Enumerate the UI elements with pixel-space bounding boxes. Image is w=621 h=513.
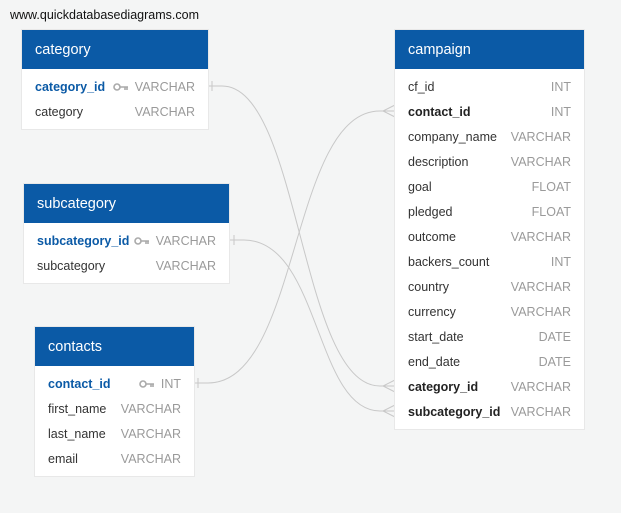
field-type: VARCHAR [510, 279, 571, 294]
table-campaign[interactable]: campaign cf_id INT contact_id INT compan… [395, 30, 584, 429]
table-subcategory[interactable]: subcategory subcategory_id VARCHAR subca… [24, 184, 229, 283]
field-name: outcome [408, 229, 456, 244]
field-type: INT [550, 79, 571, 94]
field-row[interactable]: subcategory VARCHAR [24, 253, 229, 278]
field-type: FLOAT [531, 179, 571, 194]
field-row[interactable]: contact_id INT [35, 371, 194, 396]
link-subcategory-campaign [229, 239, 395, 412]
table-title: campaign [395, 30, 584, 69]
table-title: category [22, 30, 208, 69]
field-row[interactable]: goal FLOAT [395, 174, 584, 199]
field-name: goal [408, 179, 432, 194]
field-name: last_name [48, 426, 106, 441]
field-type: VARCHAR [510, 379, 571, 394]
field-type: FLOAT [531, 204, 571, 219]
field-name: subcategory [37, 258, 106, 273]
table-category[interactable]: category category_id VARCHAR category VA… [22, 30, 208, 129]
link-category-campaign [208, 85, 395, 387]
field-name: currency [408, 304, 456, 319]
field-row[interactable]: email VARCHAR [35, 446, 194, 471]
field-name: first_name [48, 401, 107, 416]
field-row[interactable]: country VARCHAR [395, 274, 584, 299]
field-row[interactable]: category VARCHAR [22, 99, 208, 124]
field-type: DATE [538, 354, 571, 369]
field-name: start_date [408, 329, 464, 344]
many-marker [381, 379, 396, 393]
field-name: end_date [408, 354, 461, 369]
field-type: VARCHAR [155, 233, 216, 248]
field-name: contact_id [408, 104, 471, 119]
field-type: VARCHAR [120, 401, 181, 416]
field-row[interactable]: backers_count INT [395, 249, 584, 274]
field-type: DATE [538, 329, 571, 344]
table-title: subcategory [24, 184, 229, 223]
field-name: category_id [408, 379, 479, 394]
field-name: subcategory_id [37, 233, 130, 248]
field-name: category_id [35, 79, 106, 94]
field-row[interactable]: contact_id INT [395, 99, 584, 124]
site-watermark: www.quickdatabasediagrams.com [10, 8, 199, 22]
many-marker [381, 404, 396, 418]
field-type: VARCHAR [510, 129, 571, 144]
field-row[interactable]: subcategory_id VARCHAR [24, 228, 229, 253]
field-name: category [35, 104, 83, 119]
many-marker [381, 104, 396, 118]
field-name: pledged [408, 204, 453, 219]
field-name: subcategory_id [408, 404, 501, 419]
field-row[interactable]: pledged FLOAT [395, 199, 584, 224]
field-type: INT [160, 376, 181, 391]
field-row[interactable]: start_date DATE [395, 324, 584, 349]
field-row[interactable]: last_name VARCHAR [35, 421, 194, 446]
field-row[interactable]: outcome VARCHAR [395, 224, 584, 249]
field-row[interactable]: first_name VARCHAR [35, 396, 194, 421]
field-name: country [408, 279, 449, 294]
link-contacts-campaign [194, 110, 395, 384]
field-row[interactable]: category_id VARCHAR [22, 74, 208, 99]
field-name: description [408, 154, 469, 169]
field-type: VARCHAR [510, 229, 571, 244]
field-name: backers_count [408, 254, 490, 269]
field-name: company_name [408, 129, 497, 144]
key-icon [139, 379, 154, 388]
field-type: VARCHAR [510, 404, 571, 419]
field-row[interactable]: company_name VARCHAR [395, 124, 584, 149]
table-contacts[interactable]: contacts contact_id INT first_name VARCH… [35, 327, 194, 476]
field-type: VARCHAR [155, 258, 216, 273]
field-type: VARCHAR [120, 451, 181, 466]
field-type: INT [550, 104, 571, 119]
table-title: contacts [35, 327, 194, 366]
field-type: VARCHAR [120, 426, 181, 441]
field-type: VARCHAR [134, 104, 195, 119]
field-name: email [48, 451, 78, 466]
field-row[interactable]: category_id VARCHAR [395, 374, 584, 399]
key-icon [112, 82, 128, 91]
field-type: VARCHAR [510, 304, 571, 319]
field-row[interactable]: description VARCHAR [395, 149, 584, 174]
field-type: INT [550, 254, 571, 269]
field-row[interactable]: end_date DATE [395, 349, 584, 374]
key-icon [133, 236, 149, 245]
field-name: cf_id [408, 79, 435, 94]
field-name: contact_id [48, 376, 111, 391]
field-row[interactable]: currency VARCHAR [395, 299, 584, 324]
field-row[interactable]: cf_id INT [395, 74, 584, 99]
field-type: VARCHAR [134, 79, 195, 94]
field-type: VARCHAR [510, 154, 571, 169]
field-row[interactable]: subcategory_id VARCHAR [395, 399, 584, 424]
